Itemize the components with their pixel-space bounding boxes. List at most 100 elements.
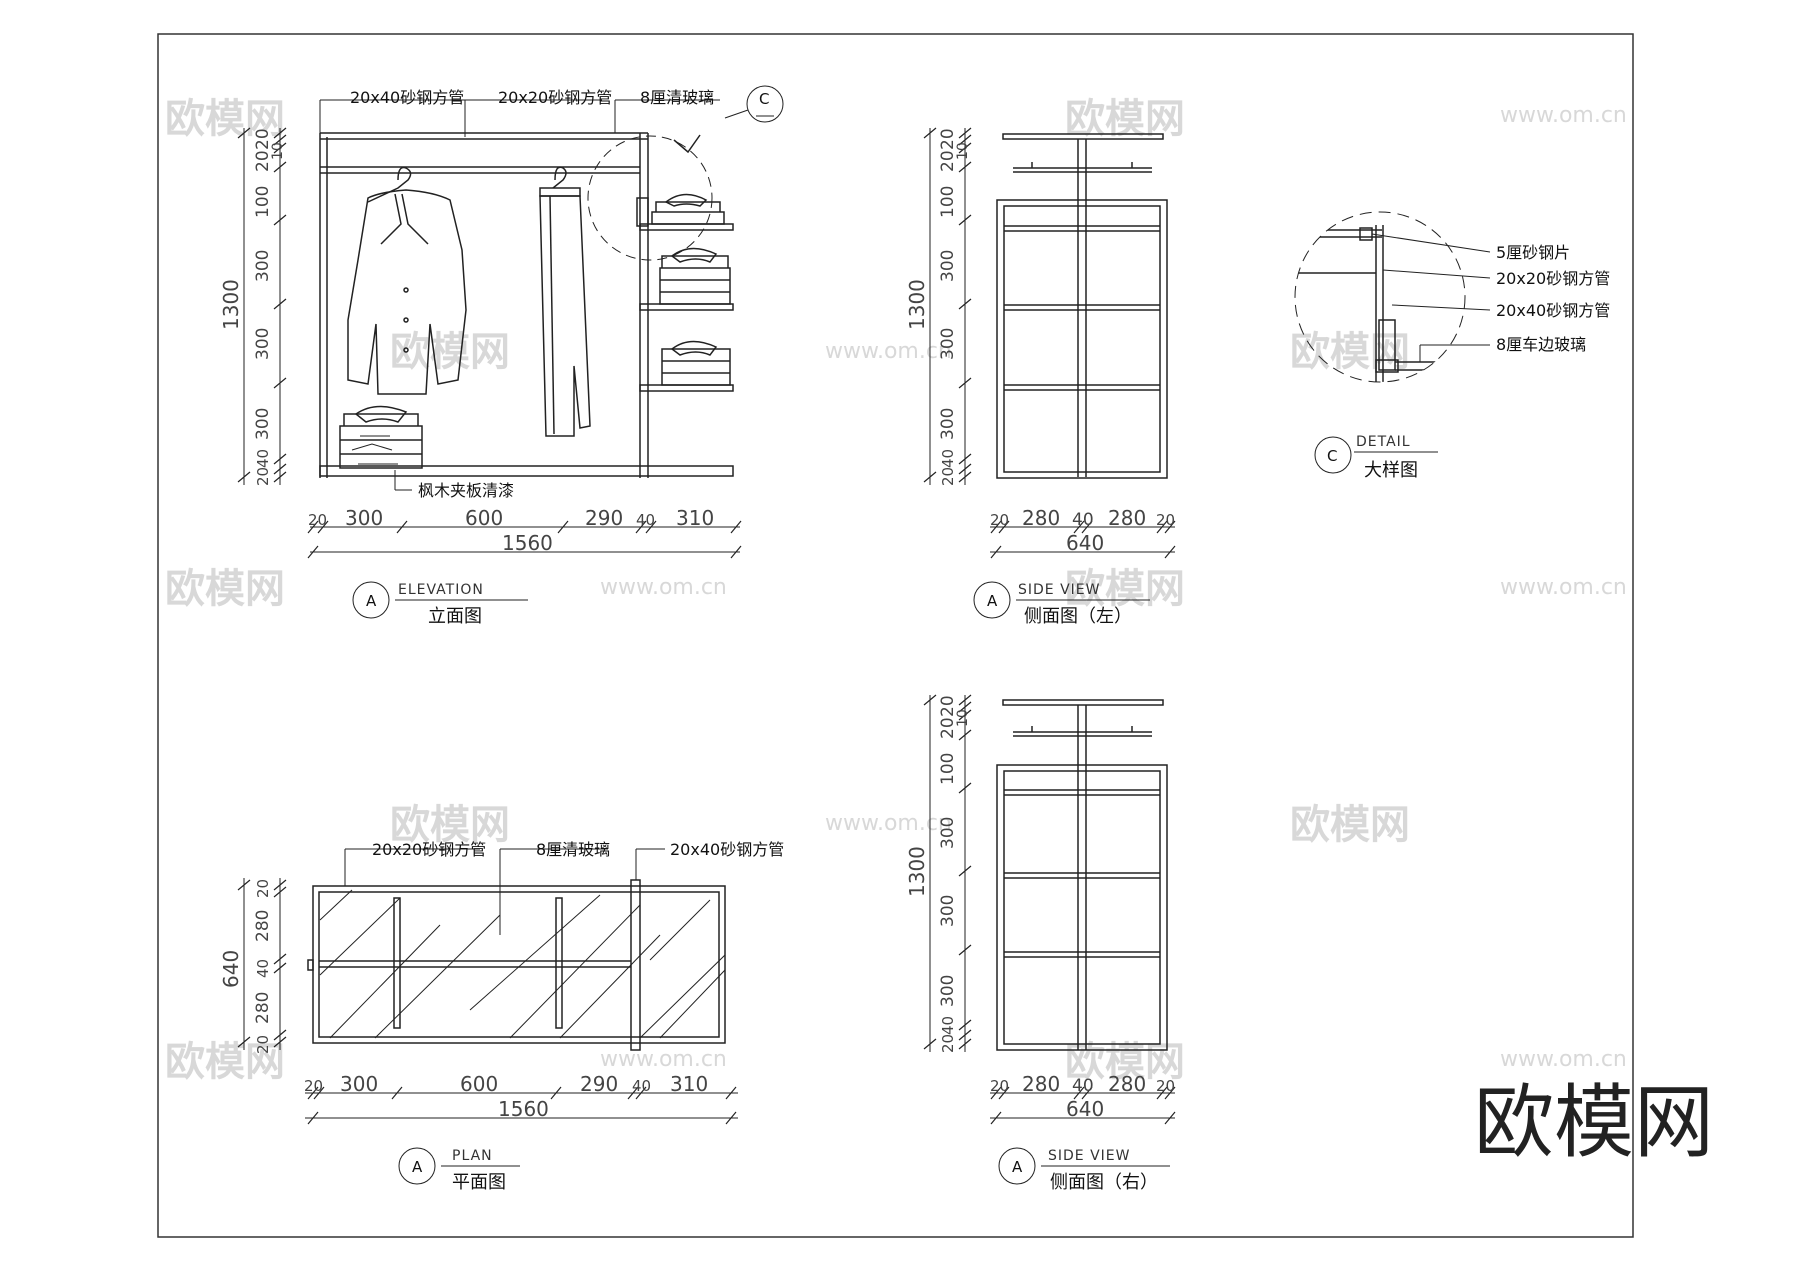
elevation-title-en: ELEVATION [398,582,484,598]
side-right-width-seg: 280 [1022,1072,1060,1096]
side-left-height-seg: 10 [955,142,971,160]
callout-steel-tube-small: 20x20砂钢方管 [372,840,486,859]
watermark-text: 欧模网 [1065,1039,1185,1085]
side-left-width-total: 640 [1066,531,1104,555]
callout-steel-tube-small: 20x20砂钢方管 [498,88,612,107]
callout-clear-glass: 8厘清玻璃 [640,88,714,107]
plan-width-seg: 310 [670,1072,708,1096]
side-left-height-total: 1300 [905,279,929,330]
callout-steel-plate: 5厘砂钢片 [1496,243,1570,262]
side-left-width-seg: 40 [1072,510,1094,530]
watermark-text: 欧模网 [1065,566,1185,612]
side-view-left-labels: 1300 20 20 10 100 300 300 300 40 20 20 2… [905,128,1175,627]
watermark-text: 欧模网 [165,566,285,612]
elevation-labels: 20x40砂钢方管 20x20砂钢方管 8厘清玻璃 枫木夹板清漆 C 1300 … [219,88,769,627]
plan-depth-total: 640 [219,950,243,988]
watermark-url: www.om.cn [825,811,952,836]
side-right-title-cn: 侧面图（右） [1050,1172,1158,1193]
side-left-title-marker: A [987,592,998,610]
watermark-text: 欧模网 [390,329,510,375]
elevation-width-seg: 290 [585,506,623,530]
side-left-width-seg: 20 [1156,511,1175,529]
elevation-height-seg: 20 [253,150,273,172]
side-left-height-seg: 300 [938,328,958,360]
watermark-text: 欧模网 [165,1039,285,1085]
callout-steel-tube-small: 20x20砂钢方管 [1496,269,1610,288]
elevation-width-seg: 600 [465,506,503,530]
watermark-url: www.om.cn [600,1047,727,1072]
elevation-height-seg: 40 [254,449,272,468]
plan-title-en: PLAN [452,1148,493,1164]
side-right-height-seg: 300 [938,817,958,849]
side-right-title-marker: A [1012,1158,1023,1176]
side-right-height-seg: 100 [938,753,958,785]
detail-title-marker: C [1327,447,1337,465]
side-left-width-seg: 280 [1022,506,1060,530]
plan-width-seg: 600 [460,1072,498,1096]
watermark-text: 欧模网 [390,802,510,848]
watermark-url: www.om.cn [1500,575,1627,600]
sheet-border [157,33,1634,1238]
elevation-height-seg: 300 [253,408,273,440]
plan-depth-seg: 280 [253,910,273,942]
plan-title-marker: A [412,1158,423,1176]
detail-ref-marker: C [759,90,769,108]
elevation-height-seg: 300 [253,250,273,282]
side-left-height-seg: 20 [938,128,958,150]
watermark-text: 欧模网 [165,96,285,142]
plan-depth-seg: 20 [254,1035,272,1054]
elevation-height-seg: 300 [253,328,273,360]
side-left-height-seg: 300 [938,408,958,440]
side-view-left [923,127,1176,619]
side-right-height-seg: 300 [938,895,958,927]
callout-steel-tube-large: 20x40砂钢方管 [350,88,464,107]
callout-steel-tube-large: 20x40砂钢方管 [670,840,784,859]
side-right-width-seg: 40 [1072,1076,1094,1096]
side-left-width-seg: 280 [1108,506,1146,530]
watermark-text: 欧模网 [1065,96,1185,142]
elevation-width-seg: 20 [308,511,327,529]
plan-width-seg: 20 [304,1077,323,1095]
callout-steel-tube-large: 20x40砂钢方管 [1496,301,1610,320]
elevation-width-seg: 300 [345,506,383,530]
side-right-width-seg: 20 [990,1077,1009,1095]
side-view-right [923,694,1176,1185]
brand-watermark: 欧模网 [1474,1076,1714,1169]
side-left-height-seg: 100 [938,186,958,218]
watermark-url: www.om.cn [825,339,952,364]
elevation-title-marker: A [366,592,377,610]
elevation-height-seg: 20 [253,128,273,150]
watermark-url: www.om.cn [1500,1047,1627,1072]
side-left-height-seg: 20 [939,467,957,486]
callout-edged-glass: 8厘车边玻璃 [1496,335,1586,354]
elevation-height-seg: 10 [270,142,286,160]
elevation-height-total: 1300 [219,279,243,330]
elevation-title-cn: 立面图 [428,606,482,627]
side-left-title-cn: 侧面图（左） [1024,606,1132,627]
plan-width-seg: 290 [580,1072,618,1096]
elevation-view [237,85,784,619]
side-right-height-seg: 40 [939,1016,957,1035]
detail-labels: 5厘砂钢片 20x20砂钢方管 20x40砂钢方管 8厘车边玻璃 C DETAI… [1327,243,1610,481]
elevation-width-seg: 40 [636,511,655,529]
callout-clear-glass: 8厘清玻璃 [536,840,610,859]
side-right-width-seg: 20 [1156,1077,1175,1095]
plan-depth-seg: 280 [253,992,273,1024]
plan-title-cn: 平面图 [452,1172,506,1193]
side-right-width-seg: 280 [1108,1072,1146,1096]
watermark-url: www.om.cn [1500,103,1627,128]
side-left-height-seg: 40 [939,449,957,468]
plan-depth-seg: 20 [254,879,272,898]
elevation-width-total: 1560 [502,531,553,555]
side-right-height-seg: 20 [938,717,958,739]
side-right-height-seg: 20 [938,695,958,717]
watermark-layer: 欧模网 欧模网 www.om.cn 欧模网 www.om.cn 欧模网 欧模网 … [165,96,1627,1085]
side-left-height-seg: 300 [938,250,958,282]
side-right-height-seg: 20 [939,1034,957,1053]
elevation-width-seg: 310 [676,506,714,530]
detail-title-en: DETAIL [1356,434,1411,450]
side-view-right-labels: 1300 20 20 10 100 300 300 300 40 20 20 2… [905,695,1175,1193]
watermark-text: 欧模网 [1290,329,1410,375]
side-left-title-en: SIDE VIEW [1018,582,1101,598]
